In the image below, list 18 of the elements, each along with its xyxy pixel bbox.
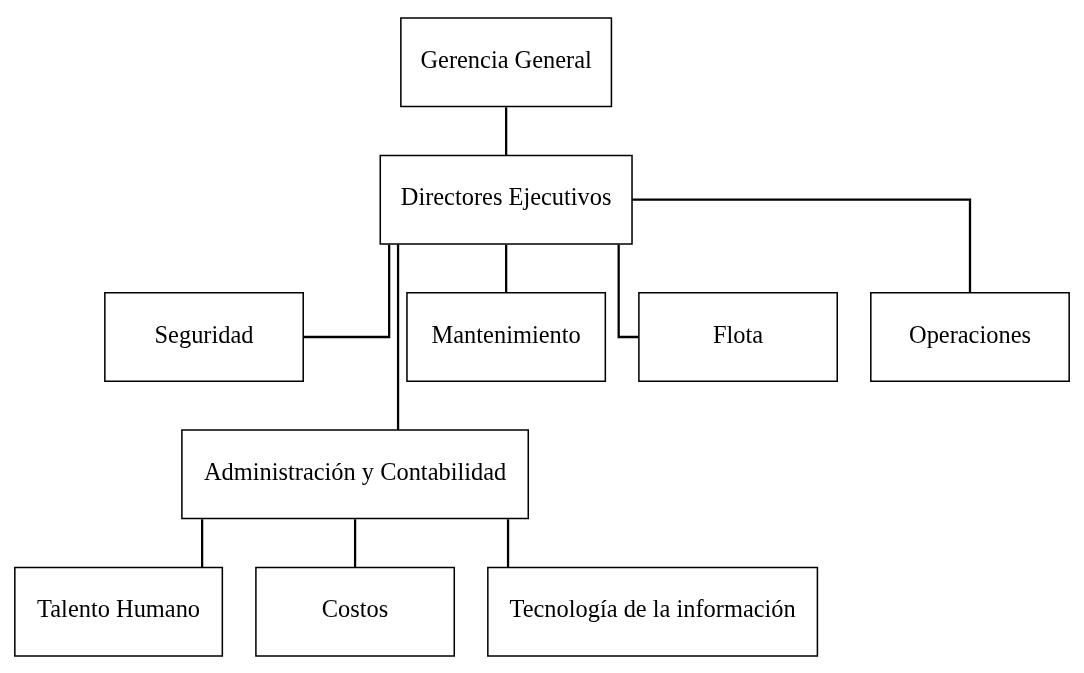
connector bbox=[506, 518, 510, 567]
connector bbox=[396, 243, 400, 430]
node-box: Flota bbox=[638, 291, 838, 382]
node-box: Costos bbox=[255, 566, 456, 657]
connector bbox=[505, 244, 508, 292]
connector bbox=[632, 198, 972, 292]
node-box: Mantenimiento bbox=[406, 291, 607, 382]
connector bbox=[353, 518, 357, 567]
node-box: Gerencia General bbox=[400, 16, 613, 107]
connector bbox=[505, 106, 508, 155]
node-box: Administración y Contabilidad bbox=[181, 428, 530, 519]
node-box: Tecnología de la información bbox=[487, 566, 819, 657]
node-box: Operaciones bbox=[870, 291, 1070, 382]
node-box: Talento Humano bbox=[14, 566, 224, 657]
node-box: Seguridad bbox=[104, 291, 304, 382]
node-box: Directores Ejecutivos bbox=[379, 154, 633, 245]
connector bbox=[303, 244, 391, 338]
connector bbox=[200, 518, 204, 567]
